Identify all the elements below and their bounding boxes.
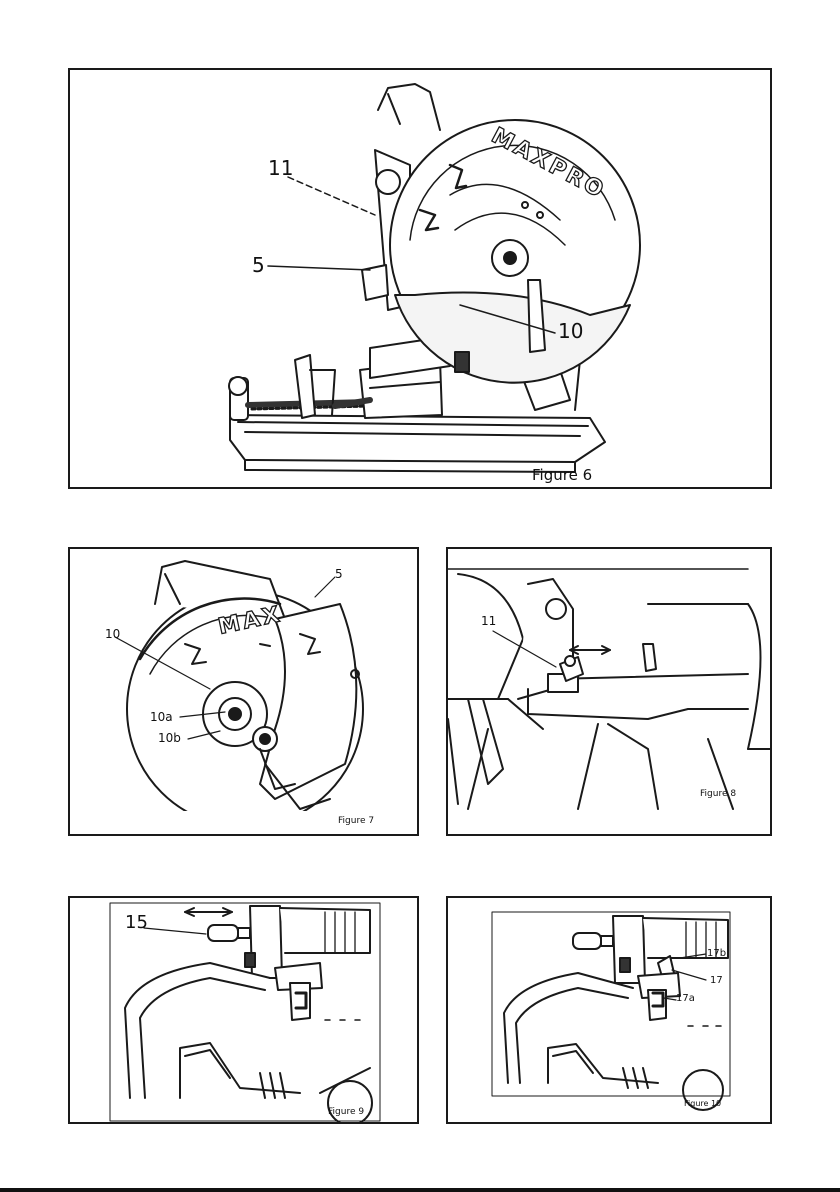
figure-7-label-5: 5 bbox=[335, 568, 343, 580]
figure-10-label-17: 17 bbox=[710, 976, 723, 986]
figure-6-caption: Figure 6 bbox=[532, 468, 592, 483]
figure-9-drawing bbox=[70, 898, 419, 1124]
figure-7-label-10b: 10b bbox=[158, 732, 181, 744]
figure-7-caption: Figure 7 bbox=[338, 817, 374, 826]
figure-8-label-11: 11 bbox=[481, 615, 496, 627]
figure-6-label-10: 10 bbox=[558, 321, 583, 341]
page-bottom-rule bbox=[0, 1188, 840, 1192]
figure-7-label-10: 10 bbox=[105, 628, 120, 640]
figure-9-panel: 15 Figure 9 bbox=[68, 896, 419, 1124]
figure-8-caption: Figure 8 bbox=[700, 790, 736, 799]
figure-10-panel: 17b 17 17a Figure 10 bbox=[446, 896, 772, 1124]
figure-9-caption: Figure 9 bbox=[328, 1108, 364, 1117]
figure-10-label-17b: 17b bbox=[707, 949, 726, 959]
figure-6-label-11: 11 bbox=[268, 158, 293, 178]
figure-6-label-5: 5 bbox=[252, 255, 265, 275]
figure-6-drawing: MAXPRO bbox=[70, 70, 772, 489]
figure-7-label-10a: 10a bbox=[150, 711, 173, 723]
figure-7-drawing: MAX bbox=[70, 549, 419, 836]
figure-7-panel: MAX 5 10 10a 10b Figure 7 bbox=[68, 547, 419, 836]
figure-10-caption: Figure 10 bbox=[684, 1100, 721, 1108]
figure-6-panel: MAXPRO 11 5 10 Figure 6 bbox=[68, 68, 772, 489]
figure-10-label-17a: 17a bbox=[676, 994, 695, 1004]
figure-9-label-15: 15 bbox=[125, 914, 148, 932]
figure-8-panel: 11 Figure 8 bbox=[446, 547, 772, 836]
figure-10-drawing bbox=[448, 898, 772, 1124]
